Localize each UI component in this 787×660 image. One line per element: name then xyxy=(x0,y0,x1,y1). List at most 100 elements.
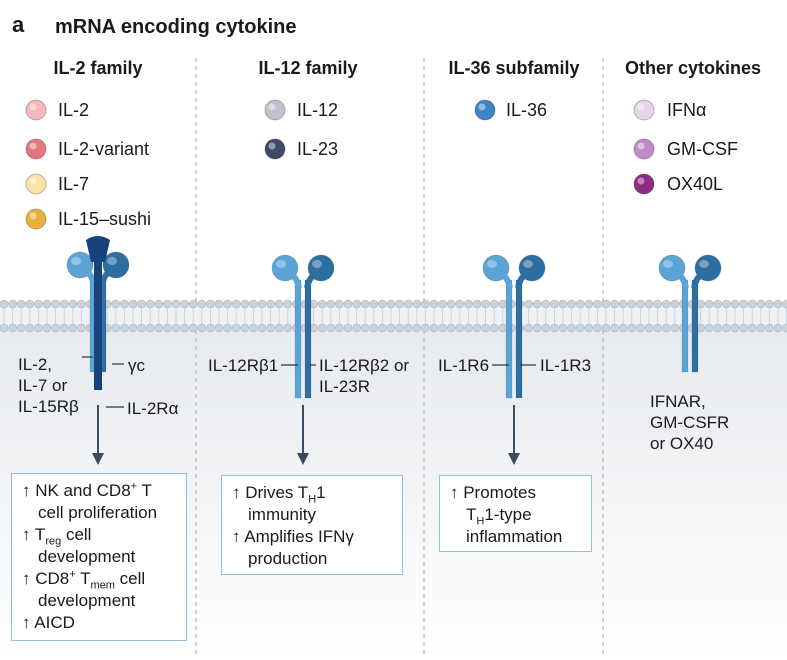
lipid-head xyxy=(231,299,241,309)
lipid-head xyxy=(223,299,232,309)
receptor-label-il12rb1: IL-12Rβ1 xyxy=(208,356,279,375)
lipid-head xyxy=(171,299,181,309)
legend-label-il2-variant: IL-2-variant xyxy=(58,139,150,159)
lipid-head xyxy=(197,299,207,309)
lipid-head xyxy=(627,299,637,309)
lipid-head xyxy=(257,323,267,333)
lipid-head xyxy=(756,323,766,333)
outcome-line: ↑ Promotes xyxy=(450,483,536,502)
lipid-head xyxy=(481,323,490,333)
lipid-head xyxy=(747,323,757,333)
lipid-head xyxy=(472,323,482,333)
receptor-il2ra-chain xyxy=(86,236,110,390)
lipid-head xyxy=(180,299,189,309)
lipid-head xyxy=(455,299,465,309)
legend-dot-il-23 xyxy=(264,138,286,160)
lipid-head xyxy=(464,323,473,333)
outcome-line: ↑ AICD xyxy=(22,613,75,632)
lipid-head xyxy=(0,299,9,309)
lipid-head xyxy=(16,323,26,333)
lipid-head xyxy=(128,323,138,333)
legend-dot-ifn- xyxy=(633,99,655,121)
lipid-head xyxy=(438,323,447,333)
membrane-core xyxy=(0,306,787,326)
lipid-head xyxy=(369,323,379,333)
outcome-line: ↑ CD8+ Tmem cell xyxy=(22,568,146,592)
figure-title: mRNA encoding cytokine xyxy=(55,16,297,38)
legend-label-il2: IL-2 xyxy=(58,100,90,120)
lipid-head xyxy=(481,299,490,309)
lipid-head xyxy=(68,323,78,333)
lipid-head xyxy=(464,299,473,309)
legend-label-ifna: IFNα xyxy=(667,100,707,120)
legend-label-il12: IL-12 xyxy=(297,100,339,120)
lipid-head xyxy=(421,323,430,333)
lipid-head xyxy=(575,323,585,333)
lipid-head xyxy=(653,323,662,333)
lipid-head xyxy=(206,323,215,333)
outcome-line: immunity xyxy=(248,505,317,524)
lipid-head xyxy=(765,323,774,333)
lipid-head xyxy=(197,323,207,333)
lipid-head xyxy=(163,299,172,309)
lipid-head xyxy=(266,323,275,333)
lipid-head xyxy=(317,323,327,333)
lipid-head xyxy=(77,299,86,309)
lipid-head xyxy=(627,323,637,333)
lipid-head xyxy=(51,299,60,309)
lipid-head xyxy=(541,323,551,333)
lipid-head xyxy=(722,299,731,309)
lipid-head xyxy=(567,299,576,309)
lipid-head xyxy=(283,299,293,309)
column-title-il2: IL-2 family xyxy=(53,58,143,78)
outcome-line: development xyxy=(38,591,136,610)
lipid-head xyxy=(713,299,723,309)
lipid-head xyxy=(335,299,344,309)
lipid-head xyxy=(386,323,396,333)
lipid-head xyxy=(558,323,568,333)
receptor-il12rb2-chain xyxy=(304,254,335,399)
lipid-head xyxy=(352,323,361,333)
lipid-head xyxy=(653,299,662,309)
lipid-head xyxy=(283,323,293,333)
receptor-il1r3-chain xyxy=(515,254,546,399)
lipid-head xyxy=(42,299,52,309)
lipid-head xyxy=(584,299,594,309)
lipid-head xyxy=(395,299,404,309)
lipid-head xyxy=(249,323,258,333)
lipid-head xyxy=(550,299,559,309)
column-title-il12: IL-12 family xyxy=(258,58,358,78)
lipid-head xyxy=(532,299,542,309)
lipid-head xyxy=(739,323,748,333)
lipid-head xyxy=(730,299,740,309)
lipid-head xyxy=(360,299,370,309)
lipid-head xyxy=(713,323,723,333)
lipid-head xyxy=(360,323,370,333)
lipid-head xyxy=(378,323,387,333)
column-title-other: Other cytokines xyxy=(624,58,762,78)
outcome-line: ↑ Treg cell xyxy=(22,525,92,548)
lipid-head xyxy=(670,299,680,309)
lipid-head xyxy=(0,323,9,333)
lipid-head xyxy=(25,323,35,333)
legend-label-gm-csf: GM-CSF xyxy=(667,139,738,159)
receptors xyxy=(66,236,722,399)
legend-dot-il-2 xyxy=(25,99,47,121)
lipid-head xyxy=(343,323,353,333)
lipid-head xyxy=(326,323,336,333)
lipid-head xyxy=(524,323,533,333)
lipid-head xyxy=(610,299,619,309)
lipid-head xyxy=(120,299,129,309)
lipid-head xyxy=(16,299,26,309)
lipid-head xyxy=(369,299,379,309)
lipid-head xyxy=(567,323,576,333)
lipid-head xyxy=(188,299,198,309)
lipid-head xyxy=(8,299,17,309)
signal-arrows xyxy=(92,405,520,465)
lipid-head xyxy=(352,299,361,309)
lipid-head xyxy=(618,299,628,309)
legend-dot-gm-csf xyxy=(633,138,655,160)
lipid-head xyxy=(68,299,78,309)
lipid-head xyxy=(34,323,43,333)
outcome-line: production xyxy=(248,549,328,568)
